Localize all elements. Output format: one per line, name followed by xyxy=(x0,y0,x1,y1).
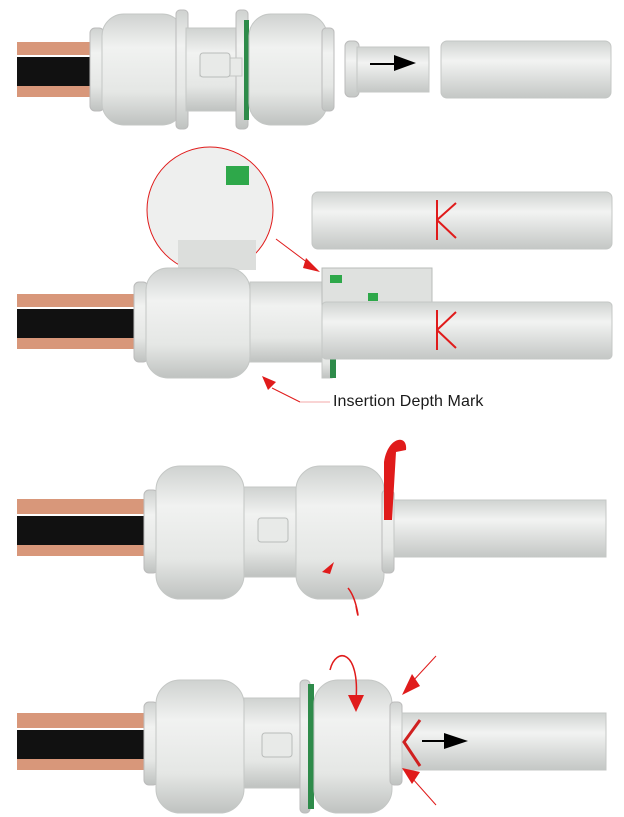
logo-tab xyxy=(199,52,231,78)
rotate-arrow-icon xyxy=(322,562,334,574)
step-4 xyxy=(17,655,607,814)
plastic-pipe-inserted xyxy=(321,301,613,360)
copper-pipe xyxy=(17,294,137,349)
arrow-right-icon xyxy=(444,733,468,749)
fitting-cutaway xyxy=(133,267,433,379)
plastic-pipe xyxy=(393,499,607,558)
copper-pipe xyxy=(17,713,147,770)
fitting xyxy=(89,9,335,130)
pointer-arrow-icon xyxy=(262,376,276,390)
depth-mark-icon xyxy=(402,719,422,767)
squeeze-arrow-top-icon xyxy=(402,674,420,695)
fitting xyxy=(143,679,403,814)
plastic-pipe-top xyxy=(311,191,613,250)
depth-mark-icon xyxy=(436,200,457,240)
insertion-depth-mark-label: Insertion Depth Mark xyxy=(333,393,484,410)
step-3 xyxy=(17,439,607,616)
squeeze-arrow-bottom-icon xyxy=(402,768,420,784)
locking-clip xyxy=(384,439,407,520)
pipe-insert xyxy=(344,40,430,98)
step-1 xyxy=(17,9,612,130)
zoom-callout xyxy=(146,146,320,274)
step-2 xyxy=(17,146,613,403)
arrow-right-icon xyxy=(394,55,416,71)
rotate-arrow-icon xyxy=(348,695,364,712)
fitting xyxy=(143,465,395,600)
copper-pipe xyxy=(17,499,147,556)
plastic-pipe xyxy=(440,40,612,99)
